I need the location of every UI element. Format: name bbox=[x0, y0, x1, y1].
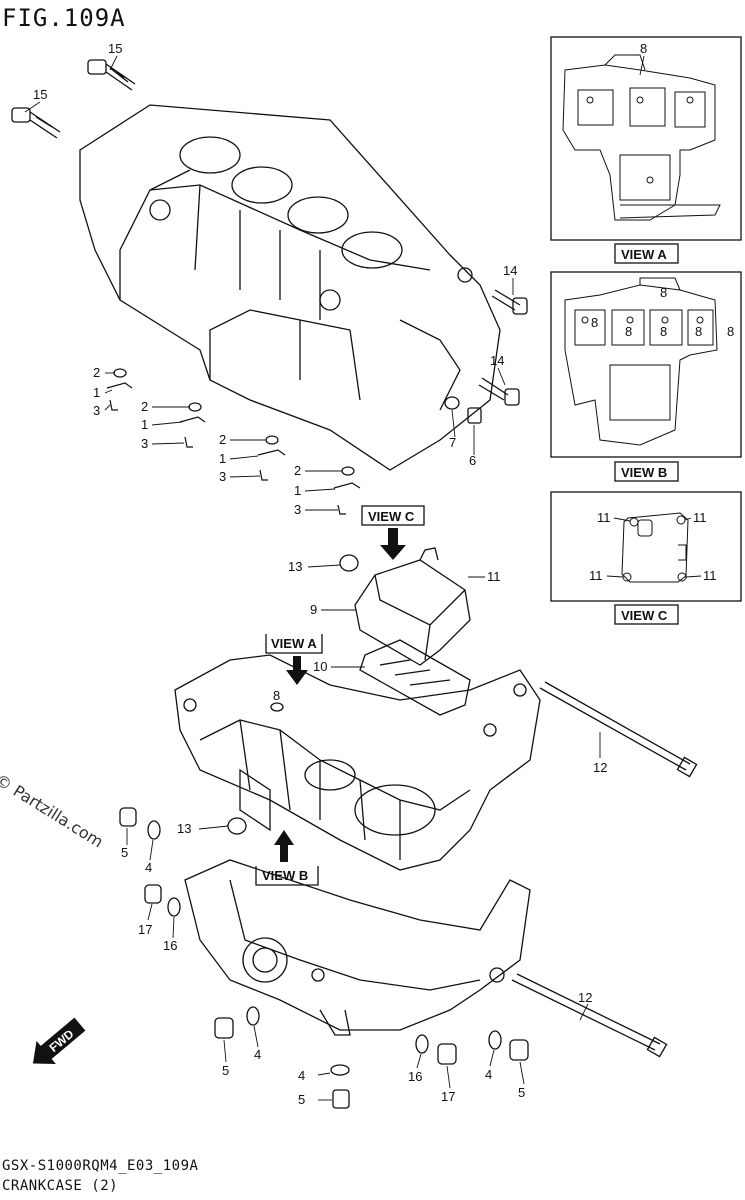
view-c-pointer: VIEW C bbox=[361, 505, 425, 560]
inset-b-callout-8-f: 8 bbox=[727, 324, 734, 339]
callout-2-a: 2 bbox=[93, 365, 100, 380]
view-b-pointer: VIEW B bbox=[255, 830, 319, 886]
callout-16-a: 16 bbox=[163, 938, 177, 953]
callout-15-left: 15 bbox=[33, 87, 47, 102]
inset-a-callout-8: 8 bbox=[640, 41, 647, 56]
leader-lines bbox=[24, 55, 601, 1101]
upper-crankcase bbox=[79, 104, 501, 471]
callout-4-d: 4 bbox=[485, 1067, 492, 1082]
inset-c-callout-11-d: 11 bbox=[703, 568, 717, 583]
callout-6: 6 bbox=[469, 453, 476, 468]
callout-5-d: 5 bbox=[518, 1085, 525, 1100]
callout-4-b: 4 bbox=[254, 1047, 261, 1062]
callout-2-c: 2 bbox=[219, 432, 226, 447]
callout-5-c: 5 bbox=[298, 1092, 305, 1107]
callout-4-a: 4 bbox=[145, 860, 152, 875]
lower-crankcase bbox=[174, 654, 541, 871]
callout-10: 10 bbox=[313, 659, 327, 674]
callout-16-b: 16 bbox=[408, 1069, 422, 1084]
bolts-14 bbox=[444, 289, 528, 424]
callout-13-lower: 13 bbox=[177, 821, 191, 836]
callout-3-c: 3 bbox=[219, 469, 226, 484]
inset-view-a: 8 VIEW A bbox=[550, 36, 742, 264]
callout-17-a: 17 bbox=[138, 922, 152, 937]
callout-12-upper: 12 bbox=[593, 760, 607, 775]
oil-pan bbox=[184, 859, 531, 1036]
plugs-and-washers bbox=[119, 554, 529, 1109]
inset-b-callout-8-d: 8 bbox=[660, 324, 667, 339]
long-bolts bbox=[511, 681, 698, 1058]
inset-b-callout-8-a: 8 bbox=[660, 285, 667, 300]
inset-view-b: 8 8 8 8 8 8 VIEW B bbox=[550, 271, 742, 482]
view-a-pointer: VIEW A bbox=[265, 634, 323, 685]
callout-3-b: 3 bbox=[141, 436, 148, 451]
callout-5-a: 5 bbox=[121, 845, 128, 860]
inset-c-callout-11-c: 11 bbox=[589, 568, 603, 583]
callout-numbers: 15 15 14 14 7 6 2 1 3 2 1 3 2 1 3 2 1 3 … bbox=[33, 41, 607, 1107]
breather-cover bbox=[354, 547, 471, 716]
inset-c-callout-11-a: 11 bbox=[597, 510, 611, 525]
inset-b-caption: VIEW B bbox=[621, 465, 667, 480]
callout-3-a: 3 bbox=[93, 403, 100, 418]
callout-3-d: 3 bbox=[294, 502, 301, 517]
callout-14-upper: 14 bbox=[503, 263, 517, 278]
callout-1-b: 1 bbox=[141, 417, 148, 432]
callout-2-d: 2 bbox=[294, 463, 301, 478]
callout-17-b: 17 bbox=[441, 1089, 455, 1104]
figure-title: FIG.109A bbox=[2, 4, 126, 32]
callout-1-c: 1 bbox=[219, 451, 226, 466]
callout-7: 7 bbox=[449, 435, 456, 450]
view-b-tag: VIEW B bbox=[262, 868, 308, 883]
inset-c-callout-11-b: 11 bbox=[693, 510, 707, 525]
inset-b-callout-8-e: 8 bbox=[695, 324, 702, 339]
view-c-tag: VIEW C bbox=[368, 509, 415, 524]
callout-15-top: 15 bbox=[108, 41, 122, 56]
view-a-tag: VIEW A bbox=[271, 636, 317, 651]
callout-13-upper: 13 bbox=[288, 559, 302, 574]
callout-5-b: 5 bbox=[222, 1063, 229, 1078]
callout-1-d: 1 bbox=[294, 483, 301, 498]
callout-9: 9 bbox=[310, 602, 317, 617]
inset-b-callout-8-c: 8 bbox=[625, 324, 632, 339]
callout-14-lower: 14 bbox=[490, 353, 504, 368]
bolts-15 bbox=[11, 59, 136, 139]
inset-b-callout-8-b: 8 bbox=[591, 315, 598, 330]
callout-1-a: 1 bbox=[93, 385, 100, 400]
callout-11: 11 bbox=[487, 569, 501, 584]
figure-code: GSX-S1000RQM4_E03_109A bbox=[2, 1158, 199, 1174]
callout-12-lower: 12 bbox=[578, 990, 592, 1005]
callout-8: 8 bbox=[273, 688, 280, 703]
figure-name: CRANKCASE (2) bbox=[2, 1178, 119, 1194]
callout-4-c: 4 bbox=[298, 1068, 305, 1083]
inset-view-c: 11 11 11 11 VIEW C bbox=[550, 491, 742, 625]
inset-a-caption: VIEW A bbox=[621, 247, 667, 262]
clamp-sets bbox=[106, 368, 361, 515]
fwd-arrow: FWD bbox=[32, 1017, 86, 1064]
callout-2-b: 2 bbox=[141, 399, 148, 414]
inset-c-caption: VIEW C bbox=[621, 608, 668, 623]
